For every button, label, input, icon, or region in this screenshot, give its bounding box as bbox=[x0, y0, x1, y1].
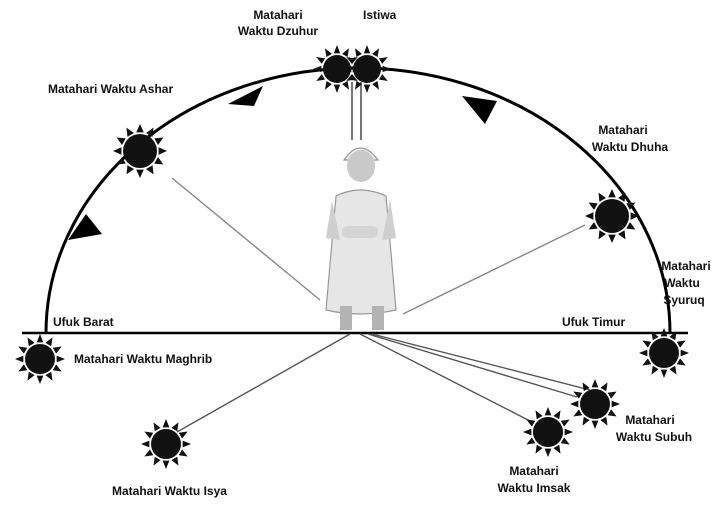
ray-ashar bbox=[171, 177, 321, 301]
child-figure bbox=[325, 147, 397, 330]
label-imsak-line1: Matahari bbox=[509, 464, 558, 478]
label-istiwa: Istiwa bbox=[363, 8, 397, 22]
sun-icon-dhuha bbox=[585, 189, 639, 243]
label-dhuha-line2: Waktu Dhuha bbox=[592, 140, 669, 154]
label-subuh-line1: Matahari bbox=[625, 413, 674, 427]
sun-icon-ashar bbox=[113, 124, 167, 178]
label-dzuhur-line2: Waktu Dzuhur bbox=[238, 24, 319, 38]
arc-arrow-ashar bbox=[228, 86, 263, 106]
sun-icon-dzuhur bbox=[313, 45, 361, 93]
label-syuruq-line1: Matahari bbox=[661, 259, 710, 273]
sun-icons bbox=[15, 45, 689, 469]
ray-subuh bbox=[367, 333, 578, 398]
label-dhuha-line1: Matahari bbox=[598, 123, 647, 137]
label-isya: Matahari Waktu Isya bbox=[112, 484, 227, 498]
arc-arrow-dhuha bbox=[462, 96, 497, 124]
ray-dhuha bbox=[402, 224, 586, 315]
sun-icon-imsak bbox=[523, 407, 573, 457]
label-ufuk-timur: Ufuk Timur bbox=[562, 315, 625, 329]
label-subuh-line2: Waktu Subuh bbox=[616, 430, 692, 444]
sun-icon-maghrib bbox=[15, 334, 65, 384]
label-ufuk-barat: Ufuk Barat bbox=[53, 315, 114, 329]
label-maghrib: Matahari Waktu Maghrib bbox=[74, 352, 212, 366]
arc-arrow-west bbox=[68, 214, 102, 240]
sun-icon-istiwa bbox=[343, 45, 391, 93]
sun-icon-subuh bbox=[570, 379, 620, 429]
ray-subuh-2 bbox=[371, 333, 591, 391]
label-dzuhur-line1: Matahari bbox=[253, 8, 302, 22]
sun-icon-isya bbox=[141, 419, 191, 469]
label-syuruq-line2: Waktu bbox=[664, 276, 700, 290]
ray-isya bbox=[176, 333, 351, 433]
label-imsak-line2: Waktu Imsak bbox=[498, 481, 571, 495]
ray-imsak bbox=[359, 333, 533, 423]
label-syuruq-line3: Syuruq bbox=[663, 293, 704, 307]
sun-icon-syuruq bbox=[639, 328, 689, 378]
label-ashar: Matahari Waktu Ashar bbox=[48, 82, 173, 96]
